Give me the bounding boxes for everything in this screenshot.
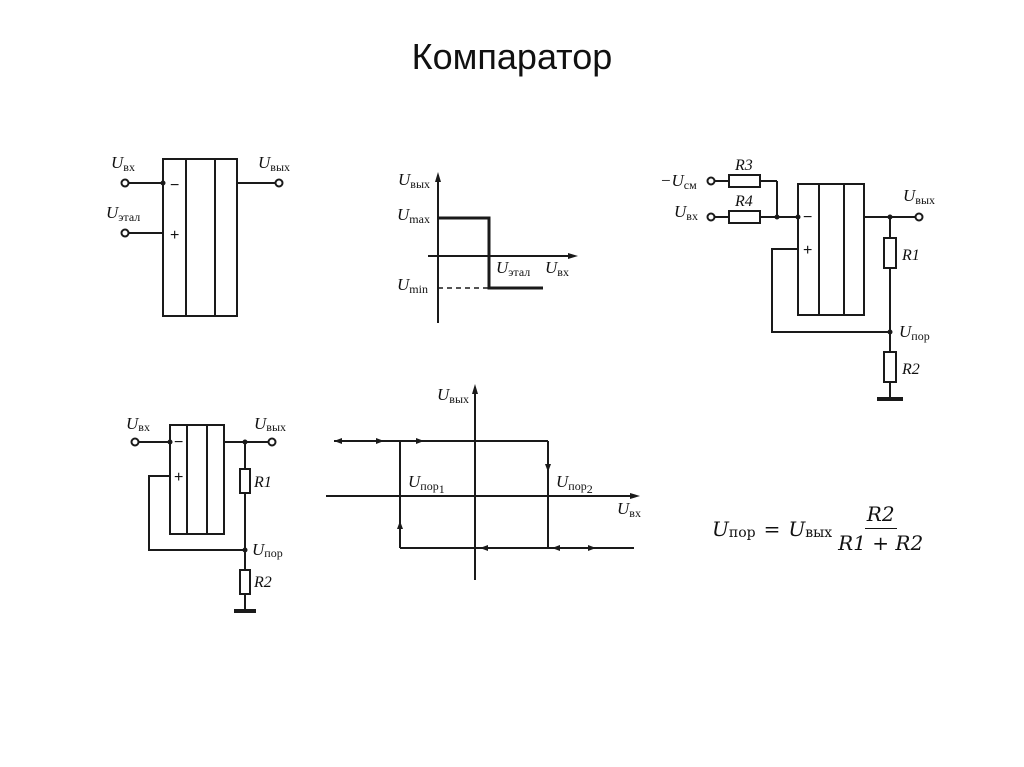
minus-sign: − (174, 434, 183, 451)
y-axis-label: Uвых (398, 170, 430, 191)
plus-sign: + (170, 227, 179, 244)
resistor-r1 (239, 468, 251, 494)
input-terminal (120, 178, 130, 188)
input-label: Uвх (674, 202, 698, 223)
r1-label: R1 (901, 247, 920, 264)
input-label: Uвх (111, 153, 135, 174)
bias-terminal (706, 176, 716, 186)
resistor-r1 (883, 237, 897, 269)
output-label: Uвых (258, 153, 290, 174)
resistor-r4 (728, 210, 761, 224)
characteristic-curve (438, 216, 543, 290)
bias-label: −Uсм (660, 171, 697, 192)
umin-label: Umin (397, 275, 428, 296)
y-axis-label: Uвых (437, 385, 469, 406)
resistor-r2 (239, 569, 251, 595)
output-terminal (914, 212, 924, 222)
arrow-left (480, 545, 488, 551)
ref-label: Uэтал (106, 203, 140, 224)
opamp-block (162, 158, 238, 317)
y-axis-arrow (472, 384, 478, 394)
x-axis-label: Uвх (617, 499, 641, 520)
output-label: Uвых (903, 186, 935, 207)
resistor-r3 (728, 174, 761, 188)
formula-numerator: R2 (864, 502, 897, 529)
threshold1-label: Uпор1 (408, 472, 445, 496)
arrow-right (416, 438, 424, 444)
formula-lhs-sub: пор (728, 524, 756, 541)
threshold-label: Uпор (899, 322, 930, 343)
opamp-block (169, 424, 225, 535)
arrow-right (376, 438, 384, 444)
transfer-characteristic-graph: Uвых Umax Umin Uэтал Uвх (397, 170, 578, 323)
plus-sign: + (174, 469, 183, 486)
formula-rhs-sub: вых (805, 524, 833, 541)
output-label: Uвых (254, 414, 286, 434)
threshold-label: Uэтал (496, 258, 530, 279)
ref-terminal (120, 228, 130, 238)
arrow-left (334, 438, 342, 444)
feedback-wire (148, 475, 245, 551)
x-axis-arrow (568, 253, 578, 259)
opamp-block (797, 183, 865, 316)
plus-sign: + (803, 242, 812, 259)
formula-rhs: U (788, 516, 806, 541)
formula-denominator: R1 + R2 (838, 531, 924, 555)
r3-label: R3 (734, 157, 753, 174)
minus-sign: − (170, 177, 179, 194)
input-label: Uвх (126, 414, 150, 434)
umax-label: Umax (397, 205, 430, 226)
arrow-left (552, 545, 560, 551)
schmitt-trigger-circuit: − + Uвх Uвых Uпор R1 R2 (126, 414, 286, 613)
slide-title: Компаратор (411, 36, 613, 77)
r1-label: R1 (253, 474, 272, 491)
arrow-right (588, 545, 596, 551)
formula-lhs: U (712, 516, 729, 541)
feedback-wire (771, 248, 890, 333)
x-axis-label: Uвх (545, 258, 569, 279)
r2-label: R2 (901, 361, 920, 378)
input-terminal (706, 212, 716, 222)
output-terminal (267, 437, 277, 447)
input-terminal (130, 437, 140, 447)
formula-equals: = (763, 516, 781, 541)
y-axis-arrow (435, 172, 441, 182)
comparator-basic-circuit: − + Uвх Uэтал Uвых (106, 153, 290, 317)
hysteresis-loop-graph: Uвых Uвх Uпор1 Uпор2 (326, 384, 641, 580)
resistor-r2 (883, 351, 897, 383)
threshold2-label: Uпор2 (556, 472, 593, 496)
formula-fraction: R2 R1 + R2 (838, 502, 923, 555)
output-terminal (274, 178, 284, 188)
arrow-down (545, 464, 551, 472)
threshold-label: Uпор (252, 540, 283, 560)
x-axis-arrow (630, 493, 640, 499)
r4-label: R4 (734, 193, 753, 210)
minus-sign: − (803, 209, 812, 226)
r2-label: R2 (253, 574, 272, 591)
arrow-up (397, 521, 403, 529)
bias-hysteresis-circuit: − + −Uсм Uвх Uвых Uпор R3 R4 R1 R2 (660, 157, 935, 401)
